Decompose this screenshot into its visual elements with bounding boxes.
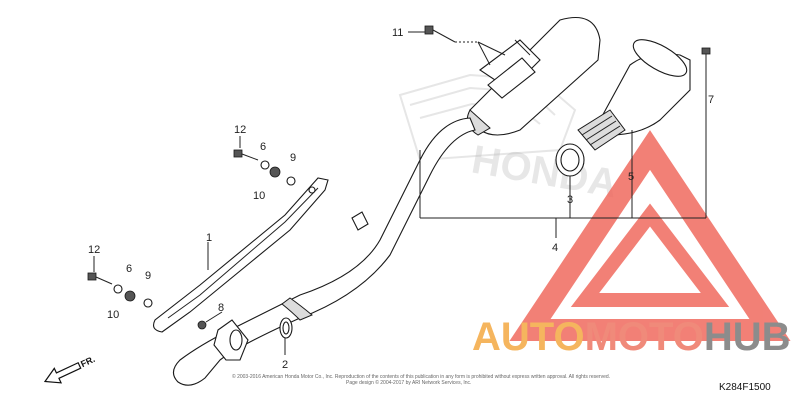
- diagram-code: K284F1500: [719, 382, 771, 393]
- callout-12-upper: 12: [234, 124, 246, 136]
- nut-8: [197, 320, 207, 330]
- logo-part-auto: AUTO: [472, 315, 585, 359]
- front-direction-indicator: FR.: [43, 354, 97, 384]
- lower-fastener-set: [87, 272, 153, 308]
- front-direction-label: FR.: [79, 354, 96, 369]
- logo-part-moto: MOTO: [585, 315, 704, 359]
- heat-guard: [153, 177, 329, 333]
- callout-9-upper: 9: [290, 152, 296, 164]
- bolt-7: [701, 47, 711, 64]
- callout-1: 1: [206, 232, 212, 244]
- callout-numbers: 1 2 3 4 5 6 6 7 8 9 9 10 10 11 12 12: [88, 27, 714, 371]
- triangle-logo-mark: [509, 130, 791, 341]
- callout-10-lower: 10: [107, 309, 119, 321]
- callout-5: 5: [628, 171, 634, 183]
- callout-12-lower: 12: [88, 244, 100, 256]
- copyright-line-1: © 2003-2016 American Honda Motor Co., In…: [232, 373, 610, 380]
- tail-pipe: [577, 39, 691, 151]
- gasket-2: [279, 317, 293, 339]
- callout-2: 2: [282, 359, 288, 371]
- svg-text:AUTOMOTOHUB: AUTOMOTOHUB: [472, 315, 791, 359]
- automotohub-logo: AUTOMOTOHUB: [472, 315, 791, 359]
- callout-6-upper: 6: [260, 141, 266, 153]
- leader-lines: [93, 31, 707, 355]
- muffler: [466, 16, 601, 136]
- callout-8: 8: [218, 302, 224, 314]
- callout-7: 7: [708, 94, 714, 106]
- callout-10-upper: 10: [253, 190, 265, 202]
- logo-part-hub: HUB: [704, 315, 791, 359]
- bolt-11: [424, 25, 456, 43]
- callout-9-lower: 9: [145, 270, 151, 282]
- exhaust-pipe: [172, 117, 476, 386]
- exhaust-flange: [213, 319, 249, 361]
- callout-6-lower: 6: [126, 263, 132, 275]
- callout-3: 3: [567, 194, 573, 206]
- copyright-line-2: Page design © 2004-2017 by ARI Network S…: [346, 379, 471, 386]
- callout-4: 4: [552, 242, 558, 254]
- callout-11: 11: [392, 27, 403, 39]
- upper-fastener-set: [233, 149, 296, 186]
- gasket-3: [555, 143, 585, 177]
